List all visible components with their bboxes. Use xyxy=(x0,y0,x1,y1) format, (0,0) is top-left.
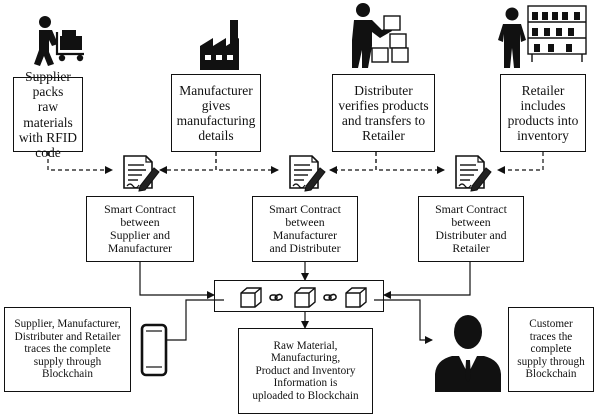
retailer-stage-box: Retailer includes products into inventor… xyxy=(500,74,586,152)
blockchain-box xyxy=(214,280,384,312)
smartphone-icon xyxy=(140,323,168,377)
participants-trace-box: Supplier, Manufacturer, Distributer and … xyxy=(4,307,131,392)
participants-trace-text: Supplier, Manufacturer, Distributer and … xyxy=(14,318,121,381)
retailer-with-shelf-icon xyxy=(498,5,587,68)
contract-document-icon xyxy=(289,155,326,192)
upload-info-text: Raw Material, Manufacturing, Product and… xyxy=(252,339,359,402)
supplier-stage-box: Supplier packs raw materials with RFID c… xyxy=(13,69,83,160)
dashed-flow-lines xyxy=(47,152,544,174)
manufacturer-stage-text: Manufacturer gives manufacturing details xyxy=(176,82,256,144)
customer-trace-text: Customer traces the complete supply thro… xyxy=(517,318,585,381)
customer-trace-box: Customer traces the complete supply thro… xyxy=(508,307,594,392)
solid-flow-lines xyxy=(139,262,471,344)
customer-icon xyxy=(435,315,501,392)
contract-manufacturer-distributer-text: Smart Contract between Manufacturer and … xyxy=(269,201,341,256)
factory-icon xyxy=(200,20,239,70)
supplier-stage-text: Supplier packs raw materials with RFID c… xyxy=(18,69,78,160)
contract-document-icon xyxy=(123,155,160,192)
worker-with-boxes-icon xyxy=(352,3,409,68)
upload-info-box: Raw Material, Manufacturing, Product and… xyxy=(238,328,373,414)
retailer-stage-text: Retailer includes products into inventor… xyxy=(507,82,579,144)
worker-with-cart-icon xyxy=(34,16,84,66)
contract-manufacturer-distributer-box: Smart Contract between Manufacturer and … xyxy=(252,196,358,262)
distributer-stage-text: Distributer verifies products and transf… xyxy=(338,82,429,144)
manufacturer-stage-box: Manufacturer gives manufacturing details xyxy=(171,74,261,152)
contract-distributer-retailer-box: Smart Contract between Distributer and R… xyxy=(418,196,524,262)
distributer-stage-box: Distributer verifies products and transf… xyxy=(332,74,435,152)
contract-distributer-retailer-text: Smart Contract between Distributer and R… xyxy=(435,201,507,256)
contract-document-icon xyxy=(455,155,492,192)
contract-supplier-manufacturer-text: Smart Contract between Supplier and Manu… xyxy=(104,201,176,256)
contract-supplier-manufacturer-box: Smart Contract between Supplier and Manu… xyxy=(86,196,194,262)
